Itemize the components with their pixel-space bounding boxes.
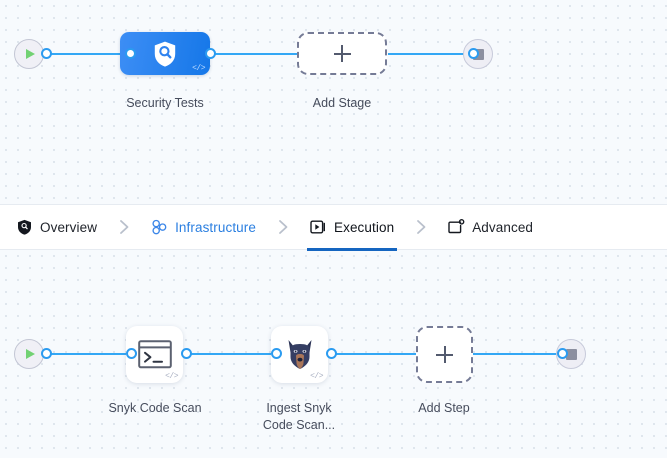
step-label-snyk-code-scan: Snyk Code Scan (108, 401, 202, 415)
chevron-right-icon (416, 220, 426, 234)
tab-execution-label: Execution (334, 219, 395, 235)
edge-start-to-snyk-code-scan (46, 353, 131, 355)
pipeline-section-tabs: Overview Infrastructure (0, 204, 667, 251)
snyk-dog-icon (288, 339, 311, 369)
stage-graph: </> Security Tests Add Stage (0, 0, 667, 204)
add-step-label: Add Step (418, 401, 470, 415)
step-node-snyk-code-scan[interactable]: </> (126, 326, 183, 383)
code-badge-icon: </> (165, 372, 178, 381)
port-security-tests-out[interactable] (205, 48, 216, 59)
shield-search-icon (120, 40, 210, 68)
port-security-tests-in[interactable] (125, 48, 136, 59)
add-stage-label: Add Stage (312, 96, 372, 110)
play-icon (26, 49, 35, 59)
edge-security-tests-to-add-stage (210, 53, 302, 55)
code-badge-icon: </> (192, 64, 205, 73)
play-icon (26, 349, 35, 359)
port-ingest-in[interactable] (271, 348, 282, 359)
execution-start-node[interactable] (14, 339, 44, 369)
stop-icon (565, 348, 577, 360)
tab-infrastructure-label: Infrastructure (175, 219, 256, 235)
step-graph: </> Snyk Code Scan (0, 250, 667, 458)
add-stage-button[interactable] (297, 32, 387, 75)
plus-icon (333, 45, 351, 62)
play-box-icon (310, 219, 327, 236)
port-snyk-code-scan-out[interactable] (181, 348, 192, 359)
tab-separator-1 (101, 219, 147, 235)
edge-ingest-to-add-step (331, 353, 416, 355)
plus-icon (436, 346, 453, 363)
port-ingest-out[interactable] (326, 348, 337, 359)
stage-label-security-tests: Security Tests (126, 96, 204, 110)
tab-separator-2 (260, 219, 306, 235)
shield-icon (16, 219, 33, 236)
chevron-right-icon (119, 220, 128, 234)
pipeline-start-node[interactable] (14, 39, 44, 69)
edge-snyk-code-scan-to-ingest (186, 353, 272, 355)
step-label-ingest-snyk-code-scan: Ingest Snyk Code Scan... (262, 401, 336, 432)
tab-advanced-label: Advanced (472, 219, 534, 235)
execution-canvas[interactable]: </> Snyk Code Scan (0, 250, 667, 458)
port-snyk-code-scan-in[interactable] (126, 348, 137, 359)
tab-infrastructure[interactable]: Infrastructure (147, 205, 260, 250)
add-step-button[interactable] (416, 326, 473, 383)
port-end-in[interactable] (468, 48, 479, 59)
advanced-gear-icon (448, 219, 465, 236)
tab-execution[interactable]: Execution (306, 205, 398, 251)
edge-add-step-to-end (473, 353, 563, 355)
port-exec-start-out[interactable] (41, 348, 52, 359)
code-badge-icon: </> (310, 372, 323, 381)
execution-end-node[interactable] (556, 339, 586, 369)
tab-separator-3 (398, 219, 444, 235)
port-start-out[interactable] (41, 48, 52, 59)
edge-start-to-security-tests (46, 53, 130, 55)
tab-advanced[interactable]: Advanced (444, 205, 537, 250)
stage-canvas[interactable]: </> Security Tests Add Stage (0, 0, 667, 204)
tab-overview-label: Overview (40, 219, 98, 235)
tab-overview[interactable]: Overview (12, 205, 101, 250)
infrastructure-icon (151, 219, 168, 236)
chevron-right-icon (278, 220, 287, 234)
port-exec-end-in[interactable] (557, 348, 568, 359)
edge-add-stage-to-end (388, 53, 474, 55)
terminal-icon (137, 339, 172, 368)
